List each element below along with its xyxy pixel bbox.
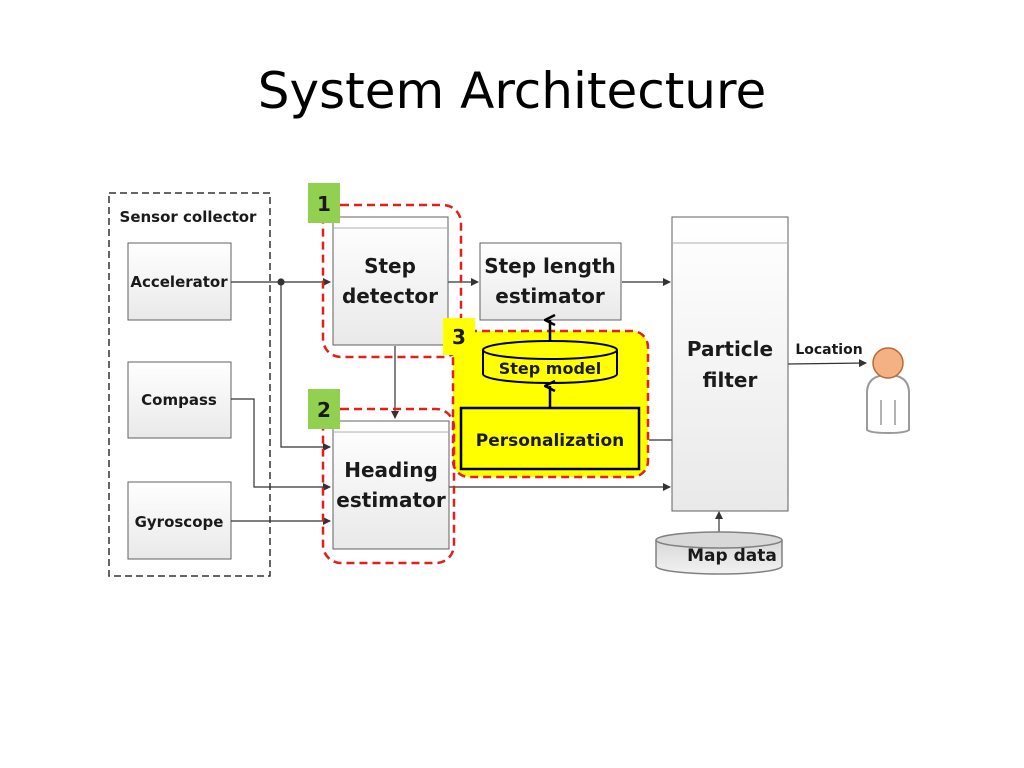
step-model-cylinder <box>482 340 618 384</box>
badge-2 <box>308 389 340 429</box>
sensor-collector-group <box>108 192 271 577</box>
particle-filter-label-line1: Particle <box>687 337 773 361</box>
accelerator-box <box>127 242 232 321</box>
highlight-step-detector <box>321 203 463 359</box>
heading-estimator-label-line1: Heading <box>344 458 438 482</box>
user-avatar-icon <box>866 347 910 435</box>
badge-3-label: 3 <box>452 325 466 349</box>
location-label: Location <box>795 342 862 358</box>
heading-estimator-label-line2: estimator <box>336 488 446 512</box>
badge-3 <box>443 318 475 355</box>
step-model-label: Step model <box>499 359 602 378</box>
accelerator-label: Accelerator <box>130 273 228 291</box>
gyroscope-box <box>127 481 232 560</box>
badge-1 <box>308 183 340 223</box>
compass-label: Compass <box>141 391 217 409</box>
badge-2-label: 2 <box>317 398 331 422</box>
badge-1-label: 1 <box>317 192 331 216</box>
step-detector-box <box>332 216 449 346</box>
step-length-estimator-label-line2: estimator <box>495 284 605 308</box>
step-length-estimator-label-line1: Step length <box>484 254 616 278</box>
particle-filter-label-line2: filter <box>703 368 758 392</box>
step-detector-label-line1: Step <box>364 254 416 278</box>
highlight-heading-estimator <box>321 407 456 565</box>
connector-lines <box>231 278 867 533</box>
compass-box <box>127 361 232 439</box>
personalization-box <box>459 406 641 471</box>
step-detector-label-line2: detector <box>342 284 438 308</box>
step-length-estimator-box <box>479 242 622 321</box>
map-data-cylinder <box>655 531 783 575</box>
slide-title: System Architecture <box>257 62 767 120</box>
sensor-collector-label: Sensor collector <box>120 208 258 226</box>
heading-estimator-box <box>332 420 450 550</box>
personalization-label: Personalization <box>476 431 625 451</box>
particle-filter-box <box>671 216 789 512</box>
gyroscope-label: Gyroscope <box>135 513 224 531</box>
map-data-label: Map data <box>687 546 777 566</box>
